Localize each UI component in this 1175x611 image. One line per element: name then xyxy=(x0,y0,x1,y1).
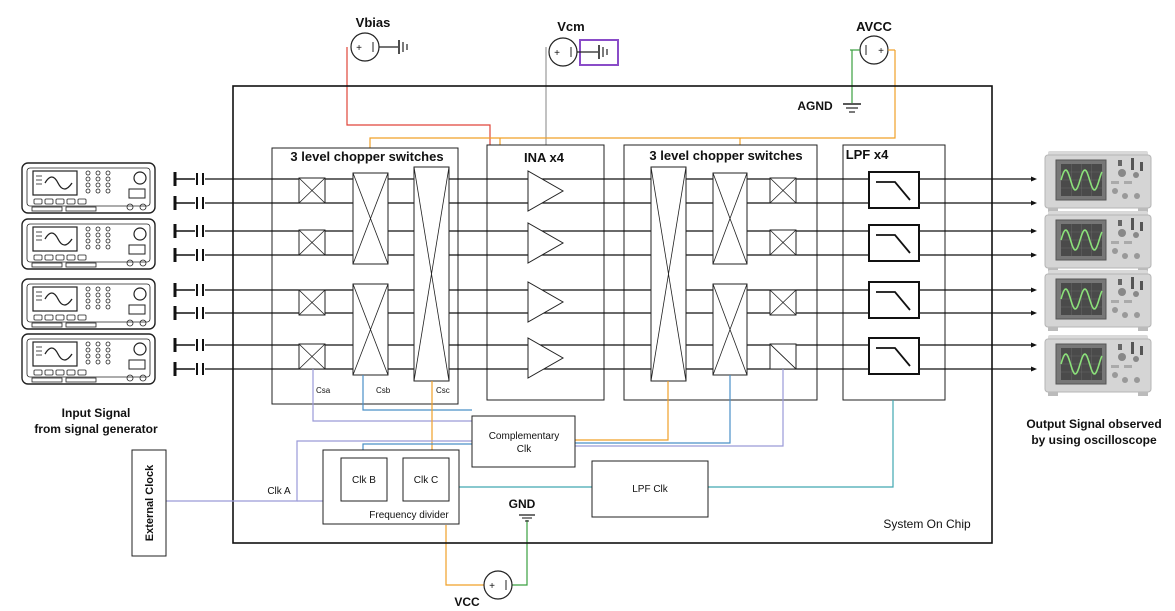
csb-label: Csb xyxy=(376,386,391,395)
lowpass-filter-icon xyxy=(868,337,920,375)
clk-a-label: Clk A xyxy=(267,486,291,497)
svg-text:+: + xyxy=(878,46,884,57)
signal-generator-icon xyxy=(21,162,156,214)
chopper-1-switches xyxy=(298,166,450,382)
signal-generator-icon xyxy=(21,278,156,330)
arrow-icon xyxy=(1031,366,1037,372)
complementary-clk-block xyxy=(471,415,576,468)
arrow-icon xyxy=(1031,310,1037,316)
input-signal-caption-2: from signal generator xyxy=(34,422,158,436)
oscilloscope-icon xyxy=(1044,211,1152,272)
chopper-2-switches xyxy=(650,166,797,382)
lpf-block-title: LPF x4 xyxy=(846,147,889,162)
csa-label: Csa xyxy=(316,386,331,395)
clk-b-label: Clk B xyxy=(352,475,376,486)
clk-c-block xyxy=(402,457,450,502)
vcm-source: Vcm + xyxy=(548,19,619,67)
output-signal-caption-2: by using oscilloscope xyxy=(1031,433,1157,447)
svg-text:+: + xyxy=(489,581,495,592)
signal-generator-icon xyxy=(21,218,156,270)
arrow-icon xyxy=(1031,287,1037,293)
soc-boundary xyxy=(232,85,993,544)
lowpass-filter-icon xyxy=(868,171,920,209)
output-signal-caption-1: Output Signal observed xyxy=(1026,417,1161,431)
lpf-filters xyxy=(868,171,920,375)
arrow-icon xyxy=(1031,200,1037,206)
external-clock-label: External Clock xyxy=(144,464,156,541)
vcc-label: VCC xyxy=(454,595,480,609)
oscilloscope-icon xyxy=(1044,335,1152,396)
signal-generators xyxy=(21,162,156,385)
arrow-icon xyxy=(1031,342,1037,348)
oscilloscope-icon xyxy=(1044,151,1152,212)
lpf-clk-label: LPF Clk xyxy=(632,484,669,495)
gnd-wire xyxy=(512,520,528,586)
clock-wiring xyxy=(166,369,894,502)
chopper-block-1-title: 3 level chopper switches xyxy=(290,149,443,164)
vcc-source: + VCC xyxy=(454,570,513,609)
arrow-icon xyxy=(1031,176,1037,182)
chopper-block-2-title: 3 level chopper switches xyxy=(649,148,802,163)
agnd-label: AGND xyxy=(797,99,833,113)
gnd-symbol: GND xyxy=(509,497,536,522)
agnd-symbol: AGND xyxy=(797,99,861,113)
input-signal-caption-1: Input Signal xyxy=(62,406,131,420)
gnd-label: GND xyxy=(509,497,536,511)
avcc-wire xyxy=(369,50,896,148)
clk-c-label: Clk C xyxy=(414,475,438,486)
complementary-clk-label-1: Complementary xyxy=(489,431,560,442)
vcm-label: Vcm xyxy=(557,19,584,34)
lpf-clk-block xyxy=(591,460,709,518)
frequency-divider-label: Frequency divider xyxy=(369,510,449,521)
oscilloscope-icon xyxy=(1044,270,1152,331)
vbias-source: Vbias + xyxy=(350,15,408,62)
oscilloscopes xyxy=(1044,151,1152,396)
svg-text:+: + xyxy=(356,43,362,54)
arrow-icon xyxy=(1031,252,1037,258)
lowpass-filter-icon xyxy=(868,224,920,262)
signal-generator-icon xyxy=(21,333,156,385)
complementary-clk-label-2: Clk xyxy=(517,444,532,455)
csc-label: Csc xyxy=(436,386,450,395)
input-capacitors xyxy=(173,172,204,376)
ina-amplifiers xyxy=(527,170,565,379)
avcc-label: AVCC xyxy=(856,19,892,34)
soc-label: System On Chip xyxy=(883,517,971,531)
vcc-wire xyxy=(445,525,484,586)
vbias-label: Vbias xyxy=(356,15,391,30)
lowpass-filter-icon xyxy=(868,281,920,319)
clk-b-block xyxy=(340,457,388,502)
ina-block-title: INA x4 xyxy=(524,150,565,165)
svg-text:+: + xyxy=(554,48,560,59)
arrow-icon xyxy=(1031,228,1037,234)
vbias-wire xyxy=(346,47,491,145)
external-clock-block xyxy=(131,449,167,557)
avcc-source: AVCC + xyxy=(850,19,895,65)
